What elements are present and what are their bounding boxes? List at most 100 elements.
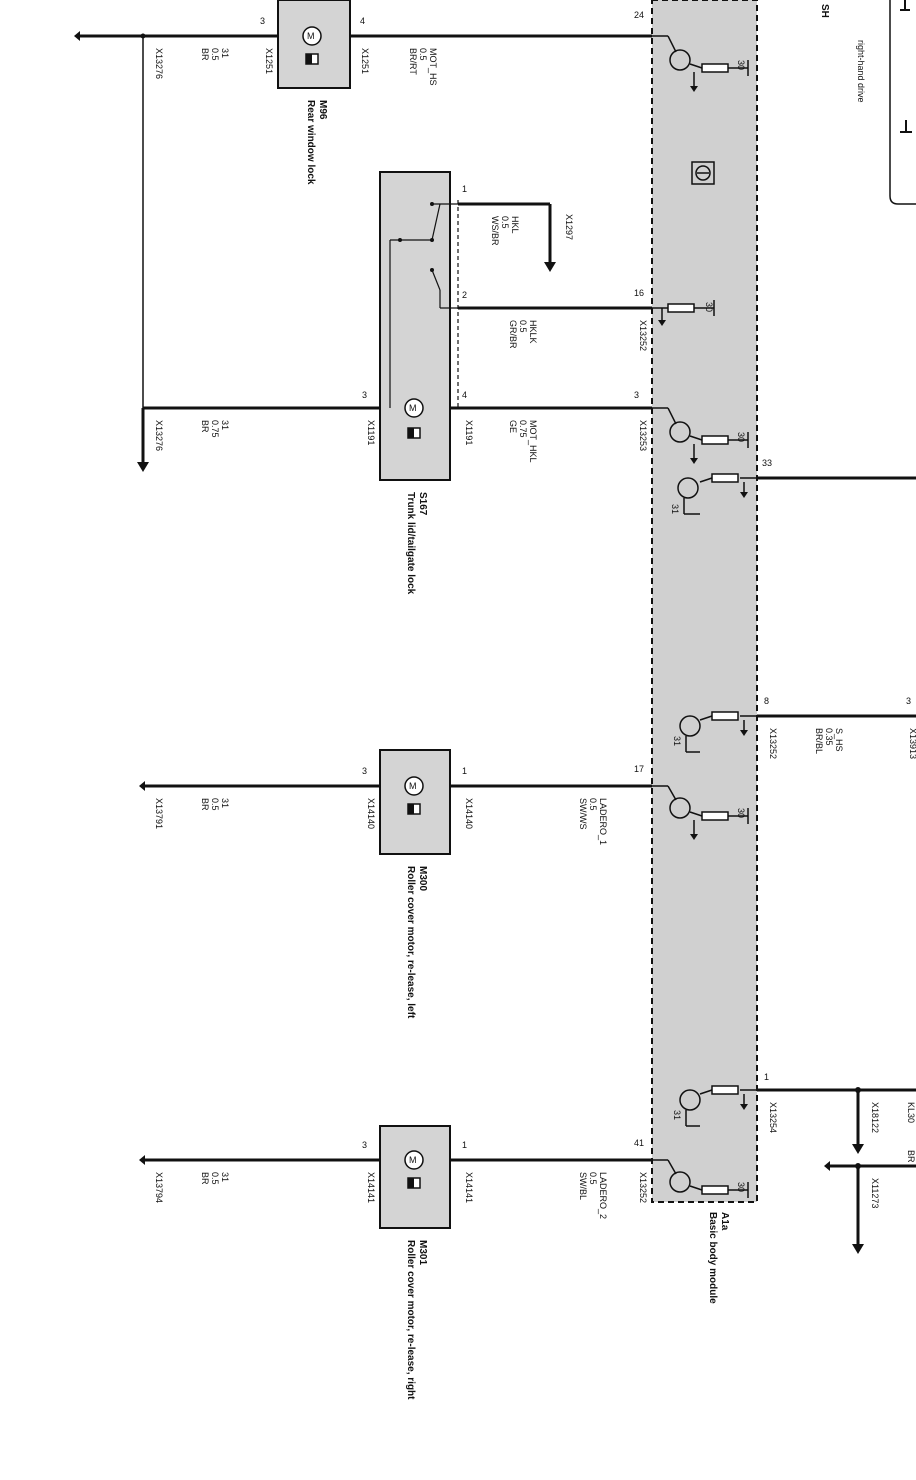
m301-wire-right-spec: LADERO_2 0.5 SW/BL	[578, 1172, 608, 1219]
svg-text:31: 31	[220, 798, 230, 808]
s167-driver-label-30: 30	[736, 432, 746, 442]
svg-text:X1191: X1191	[464, 420, 474, 445]
m300-pin-right: 1	[462, 766, 467, 776]
svg-text:31: 31	[220, 1172, 230, 1182]
hklk-conn: X13252	[638, 320, 648, 351]
svg-text:0.5: 0.5	[210, 798, 220, 811]
svg-text:A1a: A1a	[719, 1212, 730, 1231]
svg-text:X1251: X1251	[264, 48, 274, 74]
s167-module-pin: 3	[634, 390, 639, 400]
s167-pin-left: 3	[362, 390, 367, 400]
m300-module-pin: 17	[634, 764, 644, 774]
module-label: A1a Basic body module	[707, 1212, 730, 1304]
svg-text:X11273: X11273	[870, 1178, 880, 1208]
s167-wire-left-spec: 31 0.75 BR	[200, 420, 230, 438]
svg-text:31: 31	[220, 420, 230, 430]
s167-pin-right: 4	[462, 390, 467, 400]
svg-text:LADERO_1: LADERO_1	[598, 798, 608, 845]
svg-text:30: 30	[736, 60, 746, 70]
svg-text:X13252: X13252	[768, 728, 778, 759]
m96-driver-label: 30	[736, 60, 746, 70]
svg-text:X13254: X13254	[768, 1102, 778, 1133]
svg-text:GE: GE	[508, 420, 518, 433]
kl30-label-31: 31	[672, 1110, 682, 1120]
svg-text:30: 30	[736, 432, 746, 442]
svg-text:SH: SH	[819, 4, 830, 18]
svg-text:X18122: X18122	[870, 1102, 880, 1133]
m301-motor-icon: M	[404, 1150, 424, 1189]
s167-driver-transistor-icon	[652, 407, 749, 464]
s-hs-wire-spec: S_HS 0.35 BR/BL	[814, 728, 844, 754]
svg-text:X14140: X14140	[366, 798, 376, 829]
m301-conn-right: X14141	[464, 1172, 474, 1203]
s167-ground-arrow-icon	[137, 462, 149, 472]
svg-text:KL30: KL30	[906, 1102, 916, 1123]
hklk-pin: 2	[462, 290, 467, 300]
svg-text:31: 31	[672, 736, 682, 746]
s-hs-far-conn: X13913	[908, 728, 916, 759]
kl30-branch-conn: X18122	[870, 1102, 880, 1133]
s-hs-pin: 8	[764, 696, 769, 706]
svg-text:M301: M301	[417, 1240, 428, 1265]
svg-text:X13253: X13253	[638, 420, 648, 451]
svg-text:GR/BR: GR/BR	[508, 320, 518, 349]
basic-body-module-box	[651, 0, 758, 1203]
svg-text:X1297: X1297	[564, 214, 574, 240]
svg-text:0.5: 0.5	[588, 798, 598, 811]
kl30-branch-arrow-icon	[852, 1144, 864, 1154]
bottom-far-fragment: BR	[906, 1150, 916, 1163]
svg-text:0.75: 0.75	[210, 420, 220, 438]
right-hand-drive-note: right-hand drive	[856, 40, 866, 103]
s167-conn-right: X1191	[464, 420, 474, 445]
s167-label: S167 Trunk lid/tailgate lock	[405, 492, 428, 595]
svg-text:M: M	[409, 403, 417, 413]
m300-driver-label: 30	[736, 808, 746, 818]
m301-wire-left-spec: 31 0.5 BR	[200, 1172, 230, 1185]
hkl-conn: X1297	[564, 214, 574, 240]
m300-ground-conn: X13791	[154, 798, 164, 829]
svg-text:0.5: 0.5	[500, 216, 510, 229]
svg-text:0.5: 0.5	[210, 48, 220, 61]
m301-ground-arrow-icon	[139, 1155, 145, 1165]
s167-conn-left: X1191	[366, 420, 376, 445]
s-hs-conn: X13252	[768, 728, 778, 759]
svg-text:MOT_HS: MOT_HS	[428, 48, 438, 86]
svg-text:0.5: 0.5	[588, 1172, 598, 1185]
svg-text:SW/BL: SW/BL	[578, 1172, 588, 1200]
hklk-wire-spec: HKLK 0.5 GR/BR	[508, 320, 538, 349]
m301-ground-conn: X13794	[154, 1172, 164, 1203]
svg-text:HKL: HKL	[510, 216, 520, 234]
m96-ground-conn: X13276	[154, 48, 164, 79]
svg-text:S_HS: S_HS	[834, 728, 844, 752]
svg-text:Rear window lock: Rear window lock	[305, 100, 316, 185]
m300-wire-right-spec: LADERO_1 0.5 SW/WS	[578, 798, 608, 845]
svg-text:right-hand drive: right-hand drive	[856, 40, 866, 103]
kl30-pin: 1	[764, 1072, 769, 1082]
svg-text:X13252: X13252	[638, 320, 648, 351]
m300-wire-left-spec: 31 0.5 BR	[200, 798, 230, 811]
header-symbol-mid	[900, 120, 912, 133]
svg-text:Trunk lid/tailgate lock: Trunk lid/tailgate lock	[405, 492, 416, 595]
bottom-branch-arrow-down-icon	[852, 1244, 864, 1254]
svg-text:0.5: 0.5	[210, 1172, 220, 1185]
m301-driver-transistor-icon	[652, 1159, 749, 1198]
svg-text:SW/WS: SW/WS	[578, 798, 588, 830]
out33-pin: 33	[762, 458, 772, 468]
svg-text:BR: BR	[200, 1172, 210, 1185]
m96-wire-right-spec: MOT_HS 0.5 BR/RT	[408, 48, 438, 86]
svg-text:X1251: X1251	[360, 48, 370, 74]
svg-text:HKLK: HKLK	[528, 320, 538, 344]
svg-text:X14140: X14140	[464, 798, 474, 829]
svg-text:X13252: X13252	[638, 1172, 648, 1203]
svg-text:X1191: X1191	[366, 420, 376, 445]
out33-label-31: 31	[670, 504, 680, 514]
svg-text:X13276: X13276	[154, 420, 164, 451]
m96-pin-left: 3	[260, 16, 265, 26]
s-hs-transistor-icon	[679, 711, 757, 753]
svg-text:MOT_HKL: MOT_HKL	[528, 420, 538, 463]
m300-component-box	[379, 749, 451, 855]
svg-text:0.5: 0.5	[418, 48, 428, 61]
svg-text:31: 31	[672, 1110, 682, 1120]
svg-text:X14141: X14141	[366, 1172, 376, 1203]
